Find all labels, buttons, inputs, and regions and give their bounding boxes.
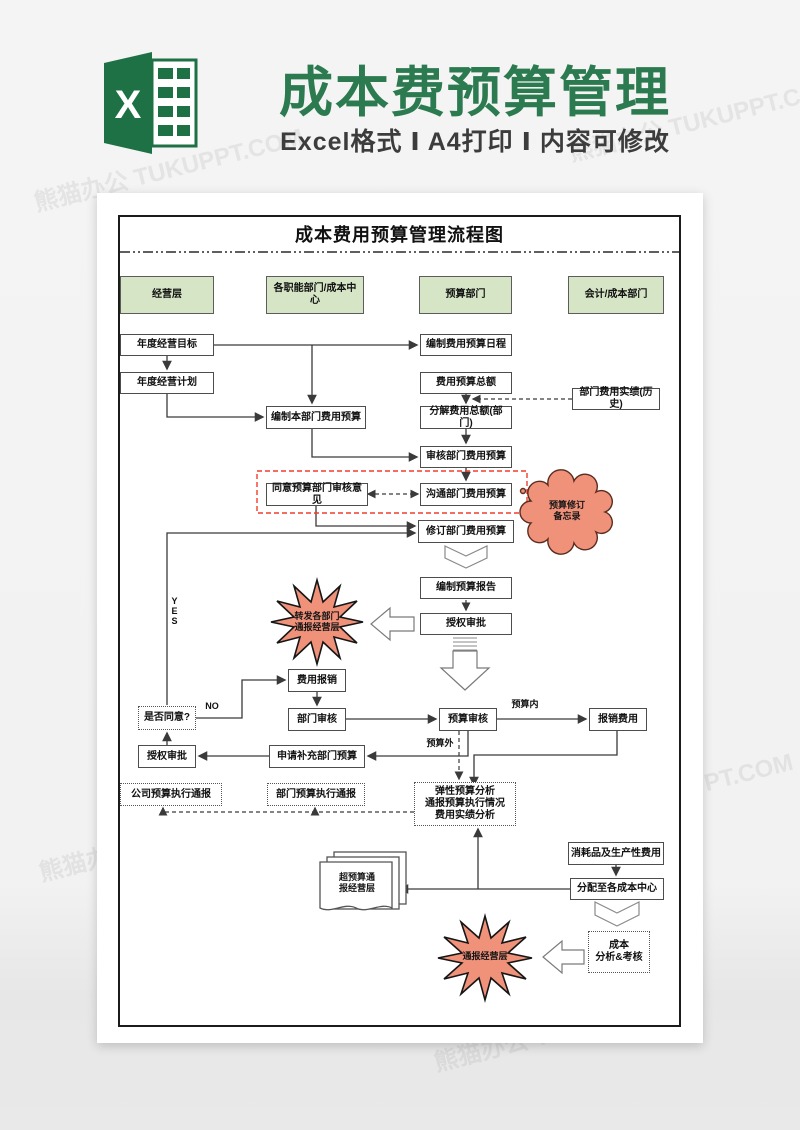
node-authorize-approve: 授权审批 [420,613,512,635]
flex-analysis-line1: 弹性预算分析 [435,786,495,797]
starburst2-label: 通报经营层 [462,951,508,961]
node-expense-claim: 费用报销 [288,669,346,692]
label-yes: YES [171,596,178,626]
node-decompose-total: 分解费用总额(部门) [420,406,512,429]
lane-management: 经营层 [120,276,214,314]
node-review-dept-budget: 审核部门费用预算 [420,446,512,468]
excel-logo-letter: X [115,83,142,127]
node-budget-review: 预算审核 [439,708,497,731]
node-agree-opinion: 同意预算部门审核意见 [266,483,368,506]
node-company-exec-report: 公司预算执行通报 [120,783,222,806]
cost-analysis-line1: 成本 [609,940,629,951]
doc-stack-line1: 超预算通 [338,872,375,882]
cost-analysis-line2: 分析&考核 [595,952,643,963]
node-dept-review: 部门审核 [288,708,346,731]
doc-stack-line2: 报经营层 [338,883,375,894]
starburst1-label: 转发各部门 通报经营层 [277,611,357,634]
page-title: 成本费预算管理 [279,63,671,123]
node-prepare-dept-budget: 编制本部门费用预算 [266,406,366,429]
node-reimburse-expense: 报销费用 [589,708,647,731]
node-communicate-budget: 沟通部门费用预算 [420,483,512,506]
doc-stack-label: 超预算通 报经营层 [322,872,392,895]
cloud-label: 预算修订 备忘录 [535,500,599,523]
cloud-line2: 备忘录 [553,511,581,522]
node-annual-goal: 年度经营目标 [120,334,214,356]
node-agree-question: 是否同意? [138,706,196,730]
node-budget-schedule: 编制费用预算日程 [420,334,512,356]
flowchart-title: 成本费用预算管理流程图 [295,225,504,245]
label-over-budget: 预算外 [426,738,454,748]
node-cost-analysis: 成本 分析&考核 [588,931,650,973]
node-prepare-report: 编制预算报告 [420,577,512,599]
node-allocate-cost-centers: 分配至各成本中心 [570,878,664,900]
label-within-budget: 预算内 [511,699,539,709]
node-revise-budget: 修订部门费用预算 [418,520,514,543]
excel-logo-icon: X [104,52,198,154]
flowchart-frame [118,215,681,1027]
node-consumables: 消耗品及生产性费用 [568,842,664,865]
label-no: NO [205,701,219,711]
flex-analysis-line3: 费用实绩分析 [435,810,495,821]
lane-accounting-dept: 会计/成本部门 [568,276,664,314]
lane-budget-dept: 预算部门 [419,276,512,314]
node-history-actuals: 部门费用实绩(历史) [572,387,660,410]
header: X 成本费预算管理 Excel格式 Ⅰ A4打印 Ⅰ 内容可修改 [0,0,800,195]
flex-analysis-line2: 通报预算执行情况 [425,798,505,809]
node-flex-analysis: 弹性预算分析 通报预算执行情况 费用实绩分析 [414,782,516,826]
lane-functional-depts: 各职能部门/成本中心 [266,276,364,314]
starburst1-line2: 通报经营层 [294,622,340,633]
node-apply-supplement: 申请补充部门预算 [269,745,365,768]
cloud-line1: 预算修订 [548,500,585,510]
node-total-budget: 费用预算总额 [420,372,512,394]
node-authorize-approve-left: 授权审批 [138,745,196,768]
node-annual-plan: 年度经营计划 [120,372,214,394]
page-subtitle: Excel格式 Ⅰ A4打印 Ⅰ 内容可修改 [280,128,670,156]
starburst1-line1: 转发各部门 [294,611,340,621]
node-dept-exec-report: 部门预算执行通报 [267,783,365,806]
